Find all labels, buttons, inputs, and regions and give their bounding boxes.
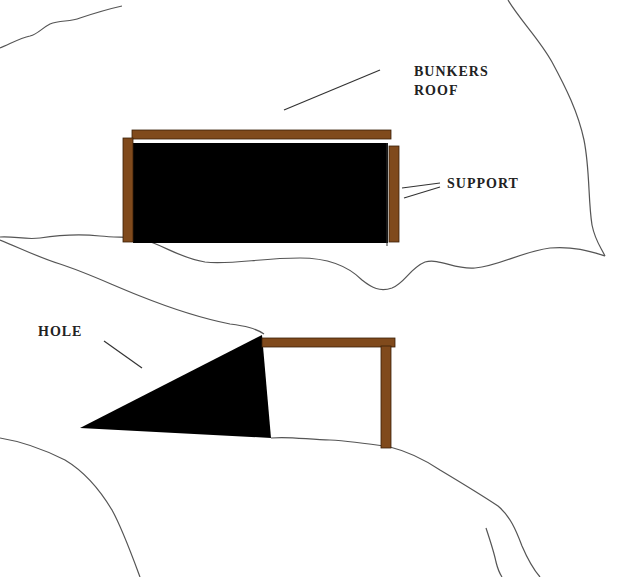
support-leader (404, 187, 440, 198)
hole-leader (104, 341, 142, 368)
hole-label: HOLE (38, 322, 108, 341)
lower-right-line (486, 528, 502, 577)
support-right (389, 146, 399, 242)
bunker-roof (132, 130, 391, 139)
roof-label: BUNKERS ROOF (414, 62, 502, 100)
lower-left-line (0, 438, 140, 577)
lower-support (381, 346, 391, 448)
bunker-interior (133, 143, 388, 243)
ground-line (0, 235, 605, 290)
roof-leader (284, 70, 380, 110)
leader-lines (104, 70, 440, 368)
terrain-lines (0, 0, 605, 577)
support-leader (402, 183, 440, 188)
lower-roof (262, 338, 395, 347)
cave-upper-line (0, 240, 264, 334)
hole-shape (80, 335, 271, 438)
support-label: SUPPORT (447, 174, 557, 193)
right-outline (508, 0, 605, 256)
cave-floor-line (271, 437, 540, 577)
lower-bunker (80, 335, 395, 448)
upper-bunker (123, 130, 399, 246)
top-outline (0, 6, 122, 48)
support-left (123, 138, 133, 242)
support-edge (387, 143, 388, 246)
